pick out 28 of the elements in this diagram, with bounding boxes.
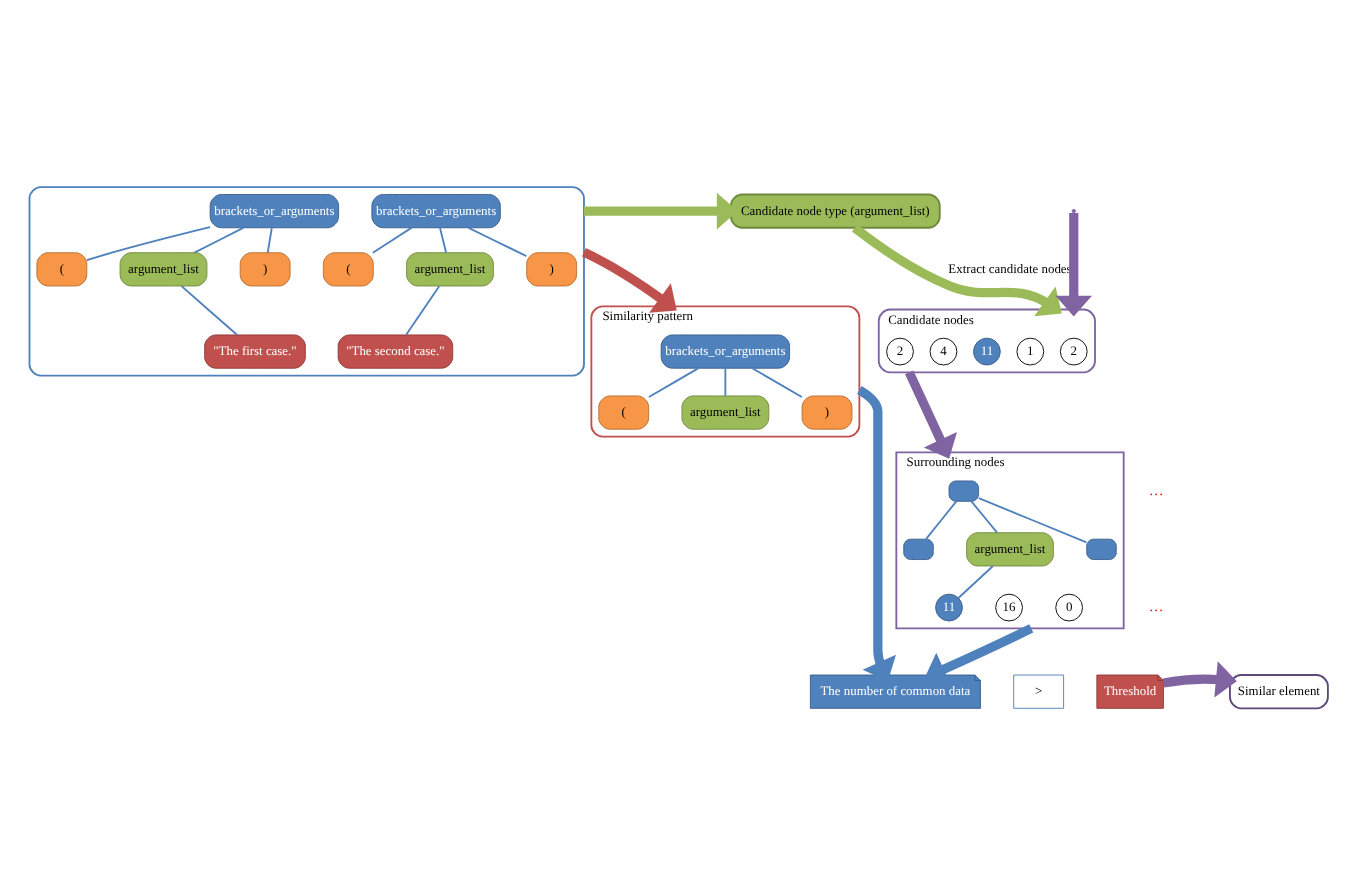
arrow — [580, 247, 677, 312]
connector — [648, 366, 700, 397]
connector — [970, 499, 999, 533]
arrow — [851, 223, 1062, 316]
connector — [266, 226, 273, 253]
connector — [85, 225, 211, 261]
node-box — [1086, 537, 1117, 559]
connector — [439, 226, 447, 253]
connector — [405, 284, 441, 335]
label: … — [1148, 596, 1164, 615]
node-box — [903, 537, 934, 559]
arrow — [924, 623, 1034, 685]
connector — [724, 366, 727, 396]
connector — [180, 284, 238, 335]
arrow — [583, 191, 738, 229]
arrow — [857, 385, 896, 681]
node-box — [948, 479, 980, 501]
connector — [467, 225, 528, 256]
arrow — [1055, 211, 1093, 316]
connector — [925, 499, 958, 539]
connector — [957, 564, 994, 598]
label: … — [1148, 479, 1164, 498]
connector — [751, 366, 803, 397]
connector — [371, 225, 413, 253]
connector — [977, 496, 1088, 543]
arrow — [1162, 660, 1237, 697]
cluster — [28, 185, 585, 376]
connector — [193, 225, 245, 253]
